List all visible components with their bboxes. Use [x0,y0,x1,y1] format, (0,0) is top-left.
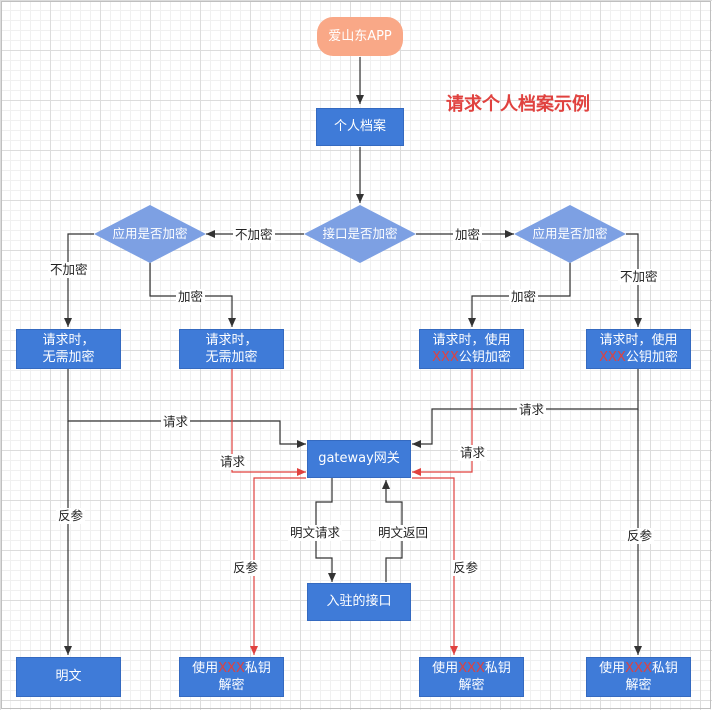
edge-req-right [412,369,639,448]
edge-label-plaintext-return: 明文返回 [376,525,431,541]
edge-label-response-right-red: 反参 [451,560,481,576]
decrypt-suffix: 私钥 [244,661,271,676]
redacted-name: XXX [599,350,626,365]
decrypt-line1: 使用XXX私钥 [192,660,271,677]
edge-label-request-left-red: 请求 [218,454,248,470]
edge-label-not-encrypted-far-right: 不加密 [618,269,660,285]
gateway-node: gateway网关 [307,440,411,478]
edge-req-left [67,369,306,448]
request-pubkey-suffix: 公钥加密 [458,350,511,365]
edge-app-left-no-enc [64,233,94,327]
request-no-encryption-1: 请求时， 无需加密 [16,329,121,369]
edge-label-encrypted-left-inner: 加密 [176,289,206,305]
request-pubkey-line1: 请求时，使用 [599,333,678,348]
decrypt-suffix: 私钥 [651,661,678,676]
edge-label-response-left: 反参 [56,508,86,524]
redacted-name: XXX [218,661,245,676]
edge-req-inner-right [412,369,473,476]
request-pubkey-line2: XXX公钥加密 [599,349,678,366]
decrypt-privkey-1: 使用XXX私钥 解密 [179,657,284,697]
edge-label-not-encrypted-left: 不加密 [233,227,275,243]
redacted-name: XXX [458,661,485,676]
decrypt-line1: 使用XXX私钥 [599,660,678,677]
decrypt-prefix: 使用 [599,661,626,676]
request-pubkey-encrypt-2: 请求时，使用 XXX公钥加密 [586,329,691,369]
edge-label-response-right: 反参 [625,528,655,544]
edge-app-right-no-enc [626,233,642,327]
edge-label-plaintext-request: 明文请求 [288,525,343,541]
target-api-node: 入驻的接口 [307,583,411,621]
edge-label-not-encrypted-far-left: 不加密 [48,262,90,278]
profile-node: 个人档案 [316,108,404,146]
edge-label-request-right: 请求 [517,402,547,418]
request-pubkey-line2: XXX公钥加密 [432,349,511,366]
decrypt-privkey-2: 使用XXX私钥 解密 [419,657,524,697]
start-node: 爱山东APP [317,17,403,56]
request-pubkey-encrypt-1: 请求时，使用 XXX公钥加密 [419,329,524,369]
redacted-name: XXX [432,350,459,365]
edge-label-request-right-red: 请求 [458,445,488,461]
decrypt-line2: 解密 [218,678,245,693]
request-no-encryption-2: 请求时， 无需加密 [179,329,284,369]
decrypt-line1: 使用XXX私钥 [432,660,511,677]
request-pubkey-line1: 请求时，使用 [432,333,511,348]
edge-label-encrypted-right-inner: 加密 [509,289,539,305]
decrypt-line2: 解密 [625,678,652,693]
edge-label-encrypted-right: 加密 [453,227,483,243]
decrypt-prefix: 使用 [432,661,459,676]
decrypt-suffix: 私钥 [484,661,511,676]
plaintext-node: 明文 [16,657,121,697]
request-pubkey-suffix: 公钥加密 [625,350,678,365]
decrypt-privkey-3: 使用XXX私钥 解密 [586,657,691,697]
decrypt-line2: 解密 [458,678,485,693]
diagram-title: 请求个人档案示例 [446,94,590,115]
edge-resp-inner-right [412,477,458,655]
decrypt-prefix: 使用 [192,661,219,676]
edge-resp-inner-left [250,477,306,655]
redacted-name: XXX [625,661,652,676]
edge-req-inner-left [231,369,306,476]
edge-label-request-left: 请求 [161,414,191,430]
edge-label-response-left-red: 反参 [231,560,261,576]
